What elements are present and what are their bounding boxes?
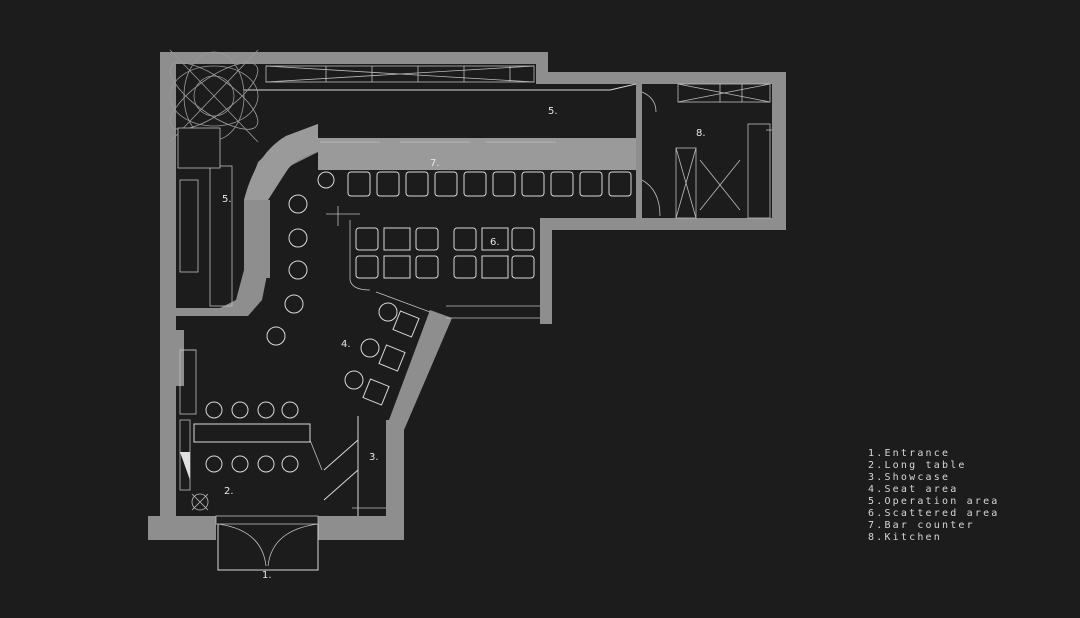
wall-right	[772, 72, 786, 230]
zone-numbers: 1. 2. 3. 4. 5. 5. 6. 7. 8.	[222, 106, 706, 581]
wall-inner-right	[540, 218, 552, 324]
wall-showcase-right	[386, 420, 404, 530]
zone-number-scattered: 6.	[490, 237, 500, 248]
zone-number-showcase: 3.	[369, 452, 379, 463]
legend-item-scattered-area: 6.Scattered area	[868, 508, 1000, 519]
bar-curve	[244, 124, 318, 200]
legend-item-long-table: 2.Long table	[868, 460, 967, 471]
legend-item-seat-area: 4.Seat area	[868, 484, 959, 495]
wall-top	[160, 52, 548, 64]
legend-item-entrance: 1.Entrance	[868, 448, 951, 459]
zone-number-bar-counter: 7.	[430, 158, 440, 169]
bar-counter	[244, 84, 642, 278]
walls	[148, 52, 786, 540]
wall-left	[160, 52, 176, 516]
legend-item-operation-area: 5.Operation area	[868, 496, 1000, 507]
wall-diagonal	[386, 310, 452, 430]
round-stools	[266, 194, 308, 346]
scattered-tables	[326, 206, 540, 319]
zone-number-operation-left: 5.	[222, 194, 232, 205]
legend-item-bar-counter: 7.Bar counter	[868, 520, 975, 531]
wall-kitchen-bottom	[540, 218, 786, 230]
top-shelving	[244, 65, 637, 143]
legend-item-kitchen: 8.Kitchen	[868, 532, 942, 543]
wall-step	[536, 52, 548, 84]
long-table	[193, 401, 323, 473]
zone-number-long-table: 2.	[224, 486, 234, 497]
bar-top	[318, 138, 640, 170]
seat-area-furniture	[344, 291, 431, 406]
zone-number-seat-area: 4.	[341, 339, 351, 350]
zone-number-entrance: 1.	[262, 570, 272, 581]
zone-number-kitchen: 8.	[696, 128, 706, 139]
bar-stools	[317, 171, 632, 197]
kitchen-partition	[636, 84, 642, 218]
left-operation-fixtures	[179, 165, 233, 491]
wall-bottom-left	[148, 516, 216, 540]
showcase	[323, 416, 386, 516]
kitchen-fixtures	[641, 83, 772, 219]
legend-item-showcase: 3.Showcase	[868, 472, 951, 483]
bar-side	[264, 200, 270, 278]
zone-number-operation-top: 5.	[548, 106, 558, 117]
wall-top-right	[536, 72, 786, 84]
legend: 1.Entrance 2.Long table 3.Showcase 4.Sea…	[868, 448, 1000, 544]
entrance-doors	[191, 493, 319, 571]
